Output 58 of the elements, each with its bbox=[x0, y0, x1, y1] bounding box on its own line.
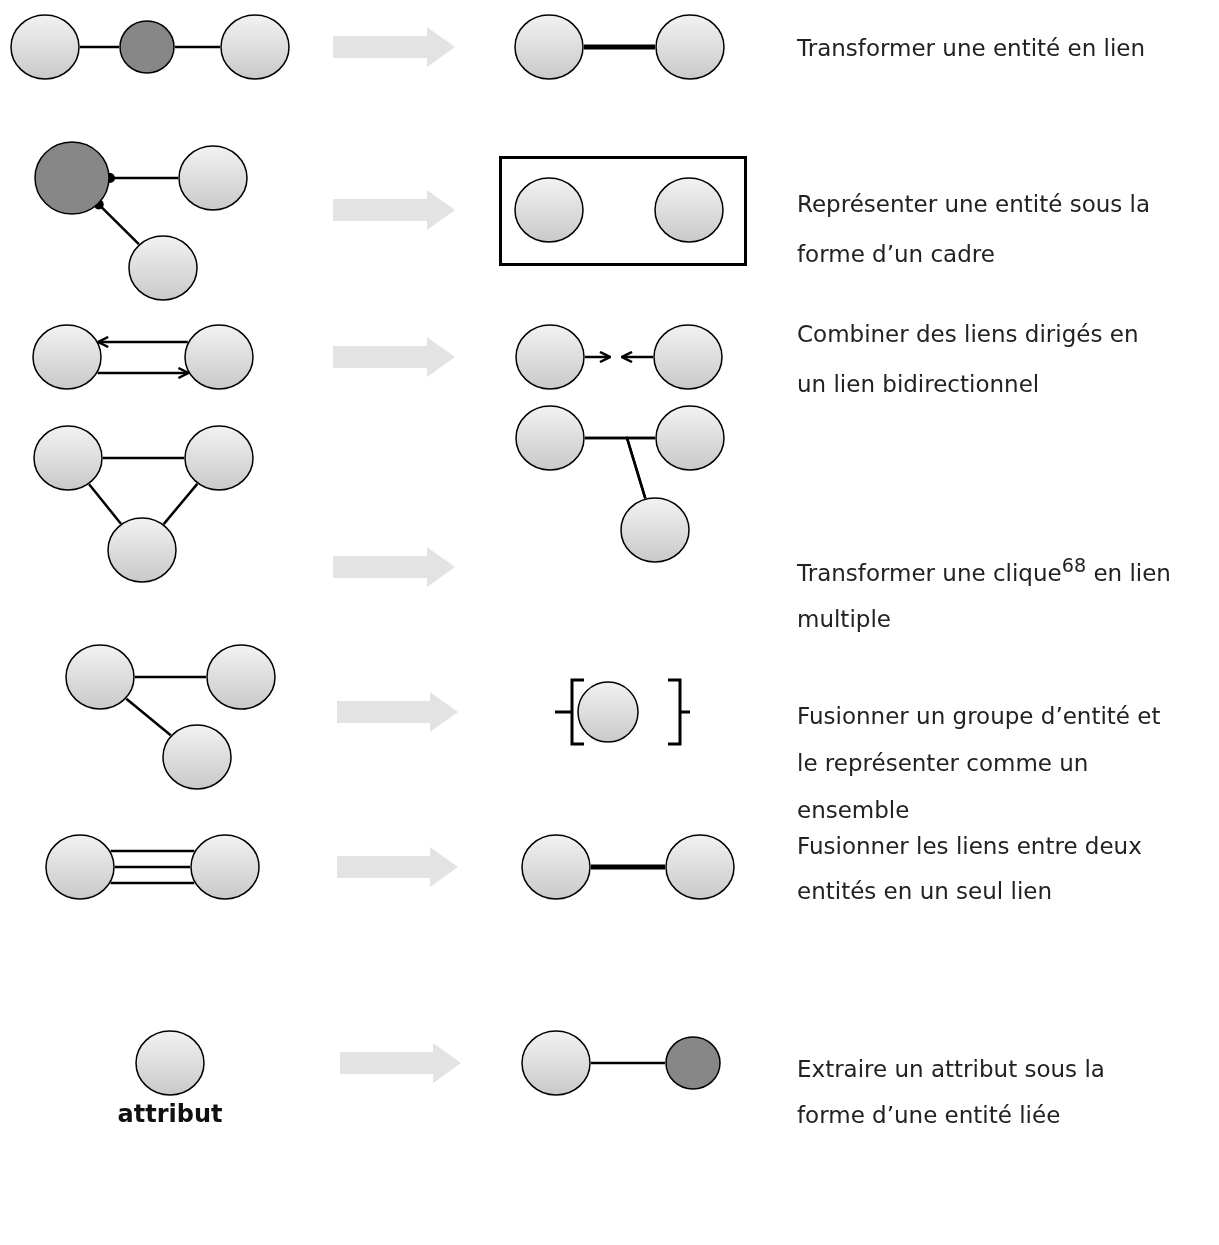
description-text: Transformer une entité en lien bbox=[797, 34, 1147, 63]
link-line bbox=[591, 864, 665, 870]
entity-circle bbox=[178, 145, 248, 211]
entity-circle bbox=[665, 834, 735, 900]
entity-circle bbox=[162, 724, 232, 790]
description-text: Représenter une entité sous la forme d’un cadre bbox=[797, 190, 1152, 269]
entity-circle bbox=[184, 425, 254, 491]
description-text: Transformer une clique$^{68}$ en lien multiple bbox=[797, 553, 1172, 634]
link-line bbox=[625, 436, 655, 499]
entity-circle bbox=[190, 834, 260, 900]
link-line bbox=[110, 881, 195, 885]
link-line bbox=[175, 45, 220, 49]
entity-circle bbox=[206, 644, 276, 710]
entity-circle bbox=[655, 14, 725, 80]
entity-circle bbox=[128, 235, 198, 301]
entity-circle bbox=[655, 405, 725, 471]
entity-circle bbox=[514, 177, 584, 243]
link-line bbox=[88, 483, 122, 525]
link-line bbox=[103, 456, 184, 460]
dark-entity-circle bbox=[34, 141, 110, 215]
description-text: Combiner des liens dirigés en un lien bidirectionnel bbox=[797, 320, 1140, 399]
link-line bbox=[584, 44, 655, 50]
entity-circle bbox=[521, 1030, 591, 1096]
arrow bbox=[620, 350, 653, 364]
entity-circle bbox=[65, 644, 135, 710]
entity-circle bbox=[515, 405, 585, 471]
arrow bbox=[97, 366, 190, 380]
dark-entity-circle bbox=[119, 20, 175, 74]
arrow bbox=[585, 350, 612, 364]
entity-circle bbox=[10, 14, 80, 80]
entity-circle bbox=[521, 834, 591, 900]
link-line bbox=[125, 697, 172, 737]
entity-circle bbox=[515, 324, 585, 390]
link-line bbox=[115, 865, 190, 869]
dot-ended-line bbox=[93, 199, 140, 245]
entity-circle bbox=[184, 324, 254, 390]
node-caption: attribut bbox=[117, 1100, 223, 1128]
link-line bbox=[135, 675, 206, 679]
description-text: Extraire un attribut sous la forme d’une entité liée bbox=[797, 1055, 1106, 1130]
link-line bbox=[110, 849, 195, 853]
description-text: Fusionner les liens entre deux entités en un seul lien bbox=[797, 832, 1143, 906]
link-line bbox=[162, 483, 199, 525]
entity-circle bbox=[653, 324, 723, 390]
frame-box bbox=[499, 156, 747, 266]
entity-circle bbox=[654, 177, 724, 243]
entity-circle bbox=[620, 497, 690, 563]
entity-circle bbox=[220, 14, 290, 80]
entity-circle bbox=[45, 834, 115, 900]
arrow bbox=[96, 335, 188, 349]
dark-entity-circle bbox=[665, 1036, 721, 1090]
entity-circle bbox=[33, 425, 103, 491]
link-line bbox=[591, 1061, 665, 1065]
entity-circle bbox=[577, 681, 639, 743]
entity-circle bbox=[514, 14, 584, 80]
entity-circle bbox=[107, 517, 177, 583]
link-line bbox=[80, 45, 119, 49]
description-text: Fusionner un groupe d’entité et le représenter comme un ensemble bbox=[797, 702, 1162, 825]
entity-circle bbox=[32, 324, 102, 390]
